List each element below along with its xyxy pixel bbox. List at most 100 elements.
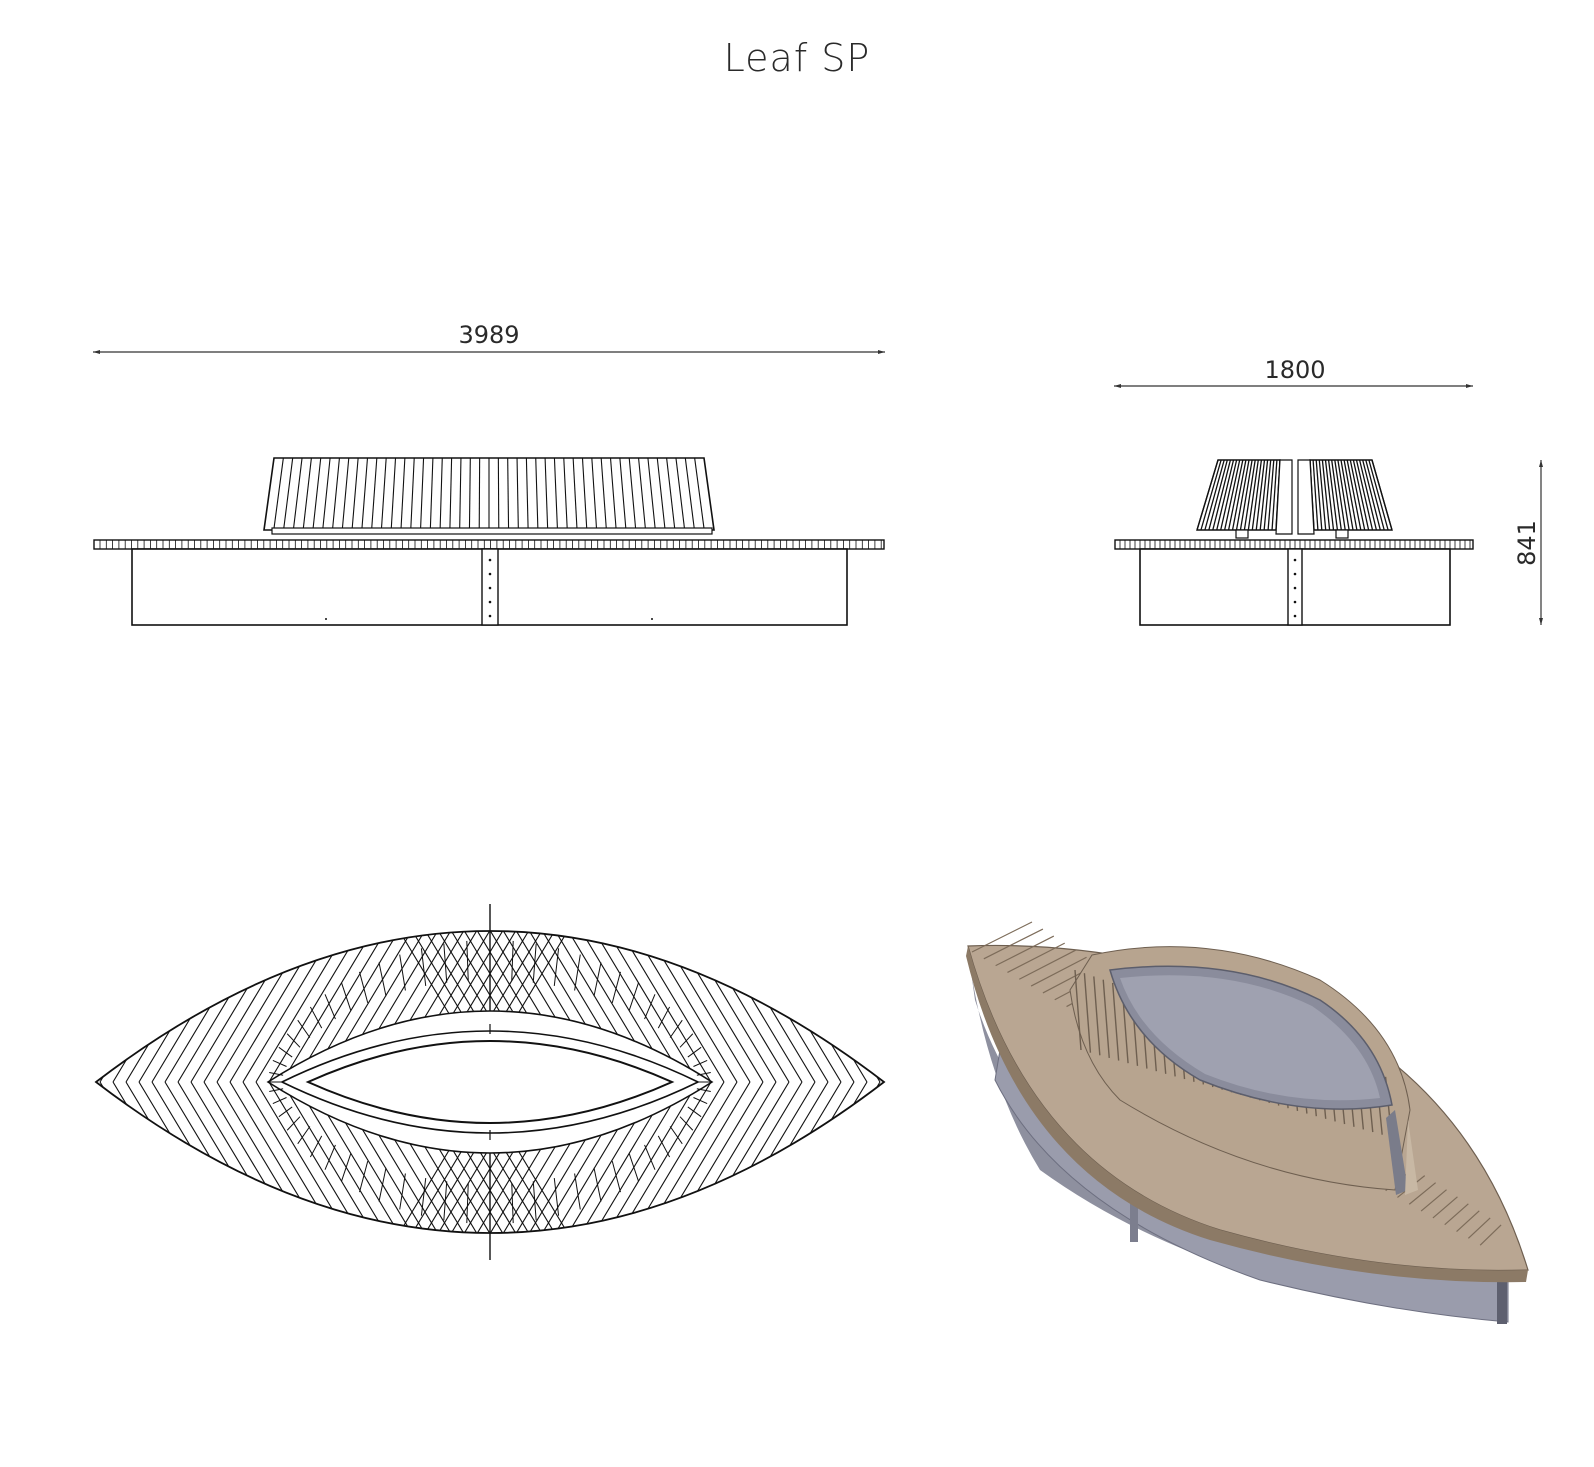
plan-backrest-slat [593, 962, 602, 997]
side-slat-line [1259, 459, 1269, 531]
plan-backrest-slat [309, 1135, 323, 1158]
plan-backrest-slat [378, 1167, 387, 1202]
plan-backrest-slat [669, 1019, 683, 1038]
backrest-slat-line [553, 457, 559, 531]
plan-backrest-slat [359, 971, 369, 1004]
plan-slat [655, 931, 777, 1082]
plan-slat [798, 1082, 884, 1233]
plan-slat [629, 1082, 751, 1233]
plan-slat [850, 931, 884, 1082]
render-backrest-slat [1093, 976, 1101, 1056]
side-slat-line [1271, 459, 1278, 531]
plan-slat [96, 1082, 169, 1233]
plan-slat [759, 931, 881, 1082]
plan-slat [890, 1082, 1010, 1282]
render-seat-slat [1007, 942, 1066, 973]
plan-slat [96, 931, 117, 1082]
backrest-slat-line [619, 457, 627, 531]
render-seat-slat [1444, 1203, 1469, 1226]
plan-backrest-slat [272, 1097, 287, 1105]
render-seat-slat [1467, 1217, 1491, 1239]
render-seat-slat [971, 921, 1033, 953]
plan-backrest-slat [687, 1106, 702, 1118]
plan-slat [96, 931, 182, 1082]
plan-slat [96, 931, 143, 1082]
backrest-slat-line [312, 457, 322, 531]
plan-backrest-slat [297, 1019, 311, 1038]
plan-backrest-slat [272, 1059, 287, 1067]
plan-slat [564, 1082, 686, 1233]
backrest-slat-line [647, 457, 656, 531]
drawing-title: Leaf SP [723, 36, 871, 80]
side-slat-line [1362, 459, 1381, 531]
backrest-slat-line [525, 457, 529, 531]
plan-slat [668, 931, 790, 1082]
plan-slat [164, 931, 286, 1082]
plan-backrest-slat [611, 1160, 621, 1193]
plan-slat [0, 882, 90, 1082]
plan-backrest-slat [696, 1088, 711, 1092]
plan-slat [772, 931, 884, 1082]
plan-slat [616, 931, 738, 1082]
backrest-slat-line [351, 457, 359, 531]
side-slat-line [1312, 459, 1319, 531]
plan-slat [216, 1082, 338, 1233]
side-backrest [1196, 459, 1393, 539]
plan-backrest-slat [532, 943, 537, 983]
backrest-slat-line [563, 457, 568, 531]
plan-slat [242, 931, 364, 1082]
height-dimension: 841 [1513, 460, 1543, 625]
plan-slat [255, 1082, 377, 1233]
plan-backrest-slat [669, 1126, 683, 1145]
plan-slat [138, 1082, 260, 1233]
backrest-slat-line [302, 457, 312, 531]
plan-slat [281, 931, 403, 1082]
backrest-slat-line [666, 457, 676, 531]
plan-backrest-slat [644, 994, 656, 1020]
render-seat-slat [995, 935, 1055, 967]
side-slat-line [1251, 459, 1263, 531]
side-slat-line [1318, 459, 1327, 531]
backrest-slat-line [273, 457, 284, 531]
plan-slat [746, 931, 868, 1082]
side-slat-line [1200, 459, 1222, 531]
plan-backrest-slat [532, 1181, 537, 1221]
backrest-slat-line [507, 457, 510, 531]
plan-backrest-slat [553, 948, 560, 987]
plan-slat [837, 931, 884, 1082]
plan-slat [577, 931, 699, 1082]
render-seat-slat [1432, 1196, 1458, 1219]
plan-slat [229, 1082, 351, 1233]
plan-backrest-slat [324, 1144, 336, 1170]
plan-slat [759, 1082, 881, 1233]
plan-slat [216, 931, 338, 1082]
plan-backrest-slat [378, 962, 387, 997]
plan-slat [164, 1082, 286, 1233]
backrest-slat-line [544, 457, 549, 531]
width-dimension: 1800 [1114, 356, 1473, 388]
side-slat-line [1321, 459, 1331, 531]
side-slat-line [1331, 459, 1342, 531]
plan-backrest-slat [696, 1072, 711, 1076]
render-seat-slat [983, 928, 1044, 960]
side-slat-line [1327, 459, 1339, 531]
plan-view [0, 882, 1010, 1282]
plan-backrest-slat [628, 982, 640, 1011]
plan-slat [733, 931, 855, 1082]
plan-slat [203, 1082, 325, 1233]
backrest-slat-line [656, 457, 666, 531]
plan-slat [138, 931, 260, 1082]
plan-backrest-slat [286, 1116, 301, 1131]
render-seat-slat [1408, 1182, 1437, 1205]
plan-backrest-slat [340, 1153, 352, 1182]
plan-backrest-slat [679, 1033, 694, 1048]
side-slat-line [1346, 459, 1362, 531]
plan-slat [112, 1082, 234, 1233]
plan-backrest-slat [420, 1177, 427, 1216]
backrest-slat-line [371, 457, 378, 531]
side-slat-line [1208, 459, 1228, 531]
backrest-slat-line [322, 457, 331, 531]
plan-slat [177, 1082, 299, 1233]
plan-backrest-slat [466, 1183, 469, 1224]
plan-backrest-slat [269, 1072, 284, 1076]
